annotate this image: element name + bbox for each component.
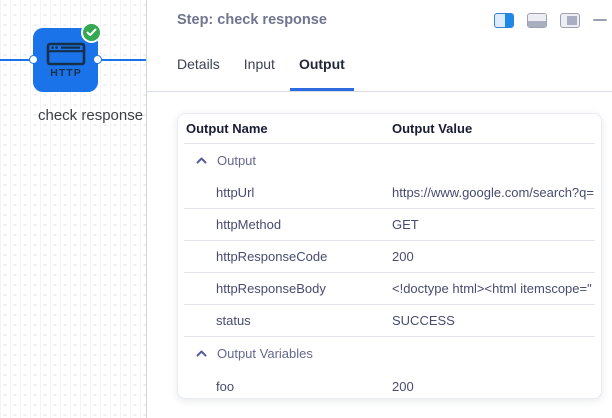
table-row: httpResponseCode 200 <box>184 241 595 273</box>
browser-window-http-icon: HTTP <box>46 42 85 79</box>
node-output-port[interactable] <box>93 55 102 64</box>
tab-output[interactable]: Output <box>289 41 354 91</box>
output-value-cell: GET <box>392 217 419 232</box>
workflow-canvas[interactable]: HTTP check response <box>0 0 146 418</box>
table-row: foo 200 <box>184 370 595 398</box>
output-value-cell: <!doctype html><html itemscope=" <box>392 281 592 296</box>
chevron-up-icon[interactable] <box>196 157 207 164</box>
tab-details[interactable]: Details <box>177 56 220 72</box>
output-name-cell: httpMethod <box>216 217 282 232</box>
check-circle-icon <box>81 22 102 43</box>
group-label: Output <box>217 153 257 168</box>
output-value-cell: 200 <box>392 378 414 394</box>
output-value-cell: https://www.google.com/search?q= <box>392 185 594 200</box>
svg-text:HTTP: HTTP <box>50 67 81 79</box>
group-row[interactable]: Output <box>184 144 595 177</box>
minimize-icon[interactable] <box>593 18 607 22</box>
chevron-up-icon[interactable] <box>196 350 207 357</box>
table-header-row: Output Name Output Value <box>184 114 595 144</box>
group-row[interactable]: Output Variables <box>184 337 595 370</box>
table-row: httpResponseBody <!doctype html><html ite… <box>184 273 595 305</box>
node-label: check response <box>38 107 144 124</box>
tab-bar: Details Input Output <box>147 40 612 92</box>
table-body: Output httpUrl https://www.google.com/sear… <box>184 144 595 398</box>
layout-bottom-panel-icon[interactable] <box>527 12 547 28</box>
panel-header: Step: check response <box>147 0 612 40</box>
panel-divider[interactable] <box>146 0 147 418</box>
output-name-cell: httpResponseCode <box>216 249 328 264</box>
output-name-cell: foo <box>216 378 235 394</box>
table-row: httpMethod GET <box>184 209 595 241</box>
panel-title: Step: check response <box>177 12 327 28</box>
column-header-value: Output Value <box>392 121 473 136</box>
output-value-cell: 200 <box>392 249 414 264</box>
group-label: Output Variables <box>217 346 313 361</box>
panel-window-controls <box>494 12 607 28</box>
layout-split-right-icon[interactable] <box>494 12 514 28</box>
step-inspector-panel: Step: check response Details Input Outpu… <box>147 0 612 418</box>
table-row: status SUCCESS <box>184 305 595 337</box>
node-input-port[interactable] <box>29 55 38 64</box>
output-name-cell: status <box>216 313 251 328</box>
column-header-name: Output Name <box>186 121 268 136</box>
output-name-cell: httpUrl <box>216 185 255 200</box>
output-value-cell: SUCCESS <box>392 313 455 328</box>
tab-input[interactable]: Input <box>243 56 275 72</box>
output-name-cell: httpResponseBody <box>216 281 326 296</box>
layout-right-panel-icon[interactable] <box>560 12 580 28</box>
table-row: httpUrl https://www.google.com/search?q= <box>184 177 595 209</box>
